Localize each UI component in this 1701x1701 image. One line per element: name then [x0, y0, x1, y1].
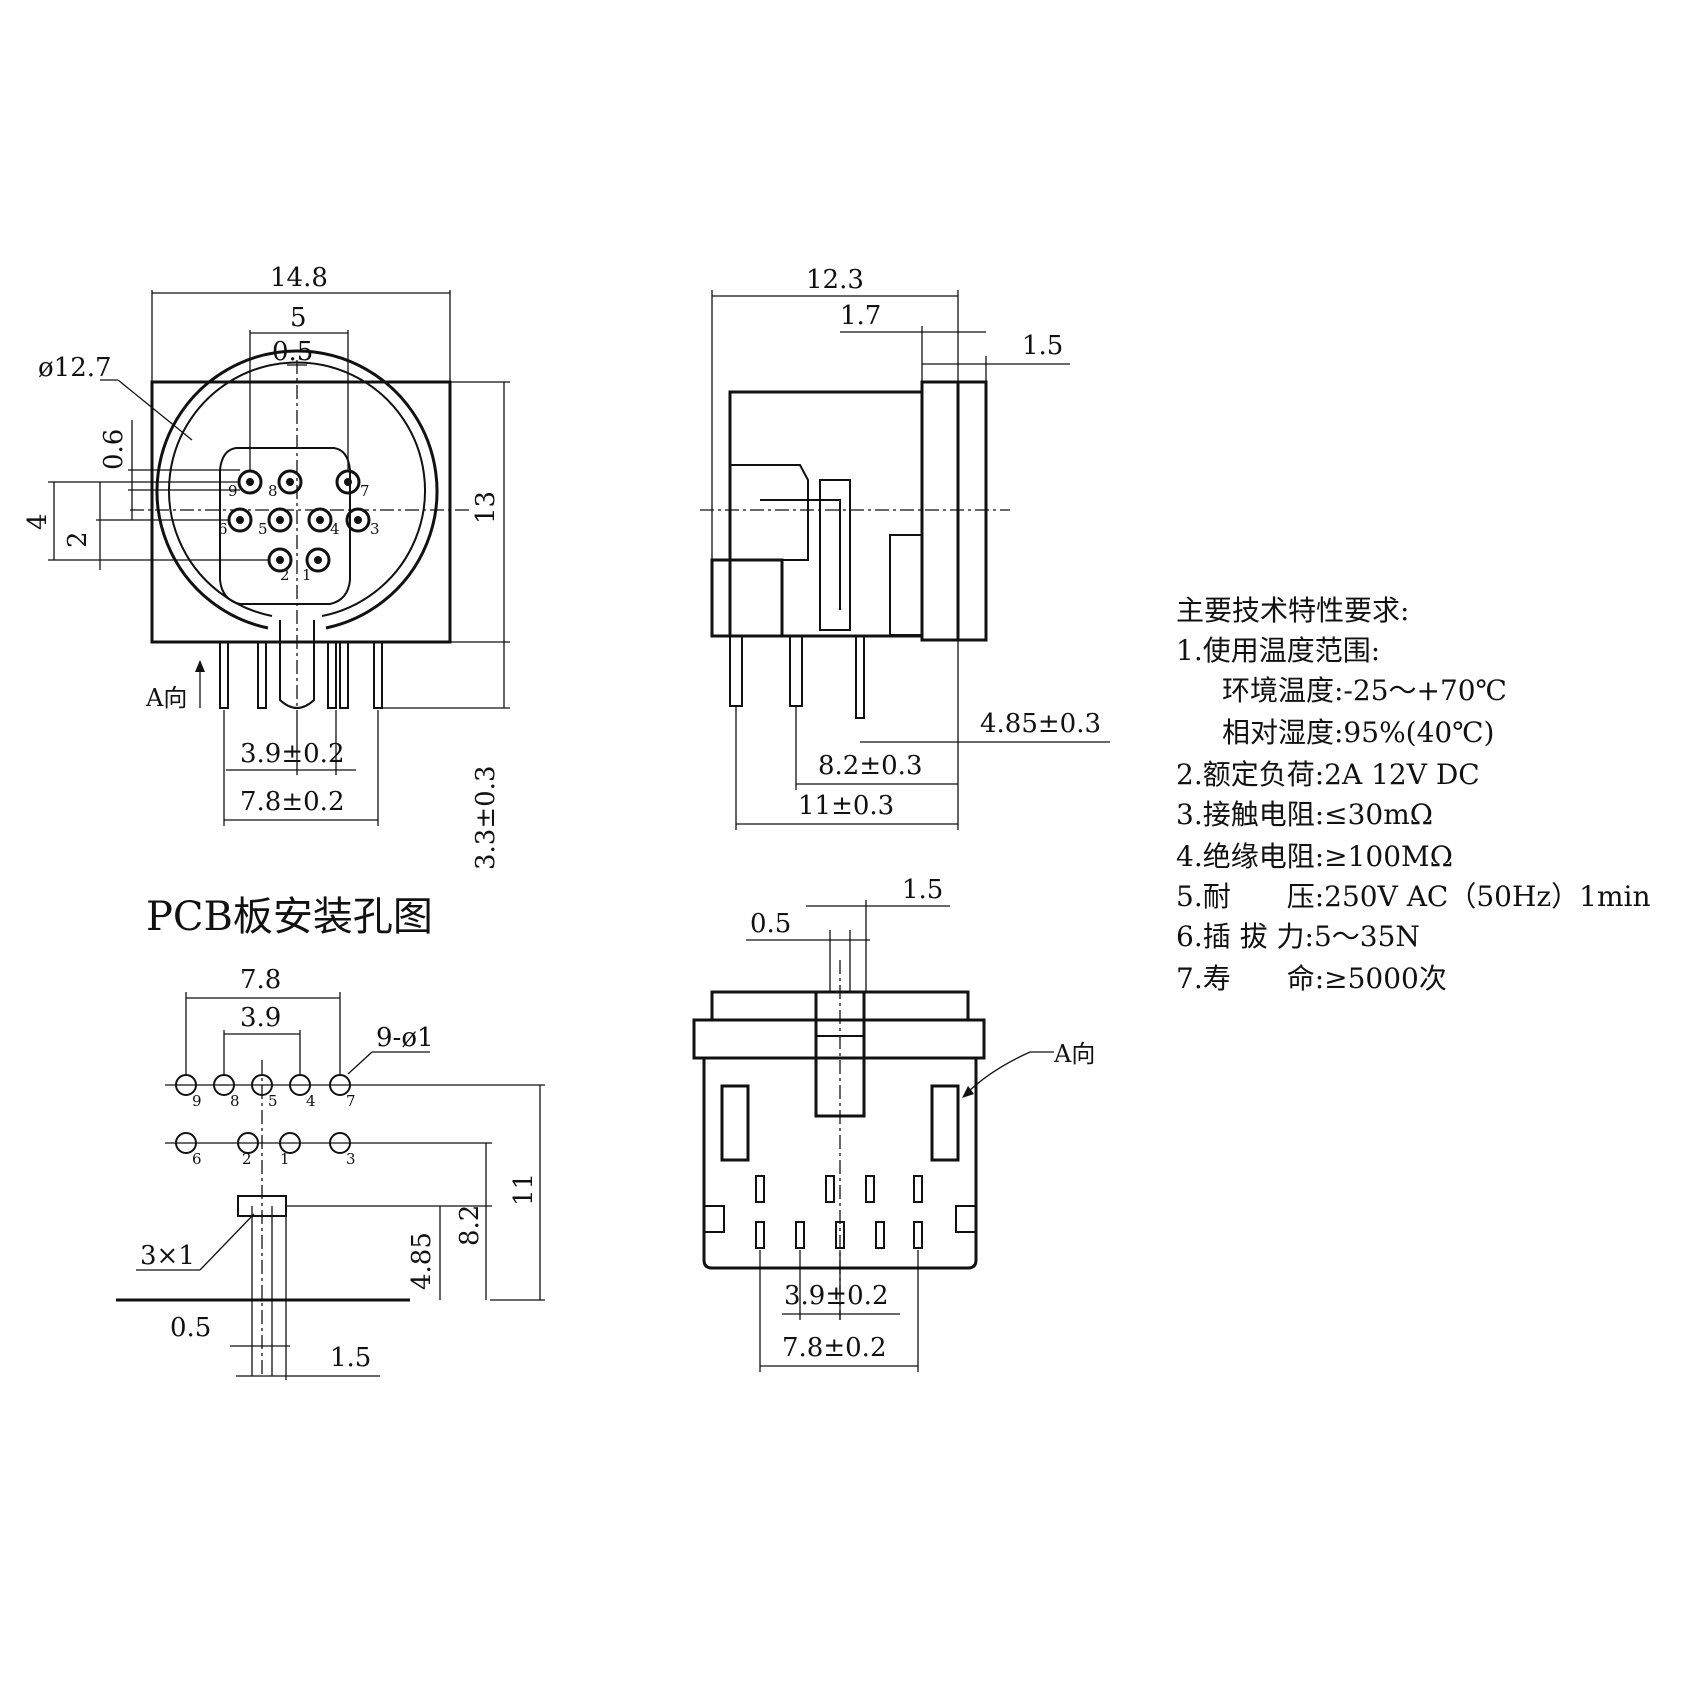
- bottom-window-left: [720, 1084, 750, 1162]
- direction-label-a: A向: [145, 684, 187, 712]
- pin-label: 9: [228, 482, 238, 500]
- dim-diameter-12-7: ø12.7: [38, 353, 112, 383]
- side-lead: [729, 635, 743, 707]
- side-view: 12.3 1.7 1.5 4.85±0.3 8.2±0.3 11±0.3: [700, 265, 1110, 830]
- dim-12-3: 12.3: [806, 265, 864, 295]
- shell-circle: [155, 349, 439, 630]
- dim-4: 4: [23, 513, 53, 530]
- spec-item: 6.插 拔 力:5～35N: [1176, 920, 1420, 953]
- pcb-pin-label: 3: [346, 1150, 356, 1168]
- spec-item: 7.寿 命:≥5000次: [1176, 962, 1447, 995]
- specs-block: 主要技术特性要求: 1.使用温度范围: 环境温度:-25～+70℃ 相对湿度:9…: [1176, 594, 1651, 995]
- dim-5: 5: [290, 303, 307, 333]
- pin-label: 8: [268, 482, 278, 500]
- pcb-pin-label: 7: [346, 1092, 356, 1110]
- pcb-dim-4-85: 4.85: [407, 1232, 437, 1290]
- lead: [327, 641, 337, 709]
- dim-3-9: 3.9±0.2: [240, 739, 344, 769]
- spec-item: 4.绝缘电阻:≥100MΩ: [1176, 840, 1453, 873]
- front-view: 9 8 7 6 5 4 3 2 1 14.8 5 0.5 ø12.7 0.6: [23, 263, 510, 870]
- pin-label: 1: [302, 566, 312, 584]
- pcb-holes: [175, 1074, 351, 1154]
- pcb-title: PCB板安装孔图: [146, 894, 433, 940]
- bottom-shell: [692, 1018, 986, 1060]
- specs-title: 主要技术特性要求:: [1176, 594, 1409, 627]
- pin-label: 2: [280, 566, 290, 584]
- lead: [257, 641, 267, 709]
- side-body: [728, 390, 924, 638]
- spec-item: 5.耐 压:250V AC（50Hz）1min: [1176, 880, 1651, 913]
- key-pin: [279, 620, 315, 709]
- bottom-dim-7-8: 7.8±0.2: [782, 1333, 886, 1363]
- pin-label: 3: [370, 520, 380, 538]
- side-latch: [819, 479, 851, 631]
- side-inner: [730, 464, 809, 561]
- pcb-dim-8-2: 8.2: [455, 1205, 485, 1246]
- side-step: [889, 534, 923, 636]
- spec-item: 相对湿度:95%(40℃): [1222, 716, 1494, 749]
- dim-7-8: 7.8±0.2: [240, 787, 344, 817]
- dim-13: 13: [471, 491, 501, 524]
- lead: [219, 641, 229, 709]
- pcb-dim-slot: 3×1: [140, 1241, 195, 1271]
- dim-4-85: 4.85±0.3: [980, 709, 1101, 739]
- front-body: [150, 380, 452, 644]
- spec-item: 环境温度:-25～+70℃: [1222, 674, 1507, 707]
- pcb-pin-label: 6: [192, 1150, 202, 1168]
- pcb-dim-0-5: 0.5: [170, 1313, 211, 1343]
- bottom-dim-0-5: 0.5: [750, 909, 791, 939]
- dim-1-7: 1.7: [840, 301, 881, 331]
- side-flange: [956, 380, 988, 642]
- pin-label: 4: [330, 520, 340, 538]
- spec-item: 2.额定负荷:2A 12V DC: [1176, 758, 1480, 791]
- spec-item: 3.接触电阻:≤30mΩ: [1176, 798, 1433, 831]
- pcb-dim-holes: 9-ø1: [376, 1023, 434, 1053]
- insulator: [219, 447, 351, 605]
- pcb-dim-7-8: 7.8: [240, 965, 281, 995]
- dim-11: 11±0.3: [798, 791, 894, 821]
- bottom-view: 0.5 1.5 A向 3.9±0.2 7.8±0.2: [692, 875, 1095, 1372]
- dim-1-5: 1.5: [1022, 331, 1063, 361]
- bottom-dim-3-9: 3.9±0.2: [784, 1281, 888, 1311]
- dim-0-5: 0.5: [272, 337, 313, 367]
- dim-2: 2: [63, 531, 93, 548]
- bottom-window-right: [930, 1084, 960, 1162]
- pcb-pin-label: 5: [268, 1092, 278, 1110]
- pin-holes: [227, 469, 371, 573]
- pcb-pin-label: 8: [230, 1092, 240, 1110]
- pcb-pin-label: 9: [192, 1092, 202, 1110]
- bottom-dim-1-5: 1.5: [902, 875, 943, 905]
- pcb-dim-3-9: 3.9: [240, 1003, 281, 1033]
- side-inner: [760, 499, 841, 610]
- spec-item: 1.使用温度范围:: [1176, 634, 1380, 667]
- dim-14-8: 14.8: [270, 263, 328, 293]
- lead: [339, 641, 349, 709]
- lead: [373, 641, 383, 709]
- bottom-direction-label: A向: [1053, 1040, 1095, 1068]
- dim-8-2: 8.2±0.3: [818, 751, 922, 781]
- pcb-dim-1-5: 1.5: [330, 1343, 371, 1373]
- pcb-pin-label: 4: [306, 1092, 316, 1110]
- pin-label: 6: [218, 520, 228, 538]
- side-shell: [920, 380, 960, 642]
- dim-0-6: 0.6: [99, 429, 129, 470]
- pcb-dim-11: 11: [509, 1173, 539, 1206]
- pcb-pin-label: 2: [242, 1150, 252, 1168]
- pcb-pin-label: 1: [280, 1150, 290, 1168]
- side-base: [710, 558, 784, 638]
- pin-label: 7: [360, 482, 370, 500]
- side-lead: [855, 635, 865, 719]
- bottom-pin-stubs: [755, 1175, 923, 1249]
- pin-label: 5: [258, 520, 268, 538]
- side-lead: [789, 635, 803, 707]
- dim-3-3: 3.3±0.3: [471, 766, 501, 870]
- pcb-view: PCB板安装孔图 9 8 5 4 7 6 2 1 3 7.8: [116, 894, 545, 1380]
